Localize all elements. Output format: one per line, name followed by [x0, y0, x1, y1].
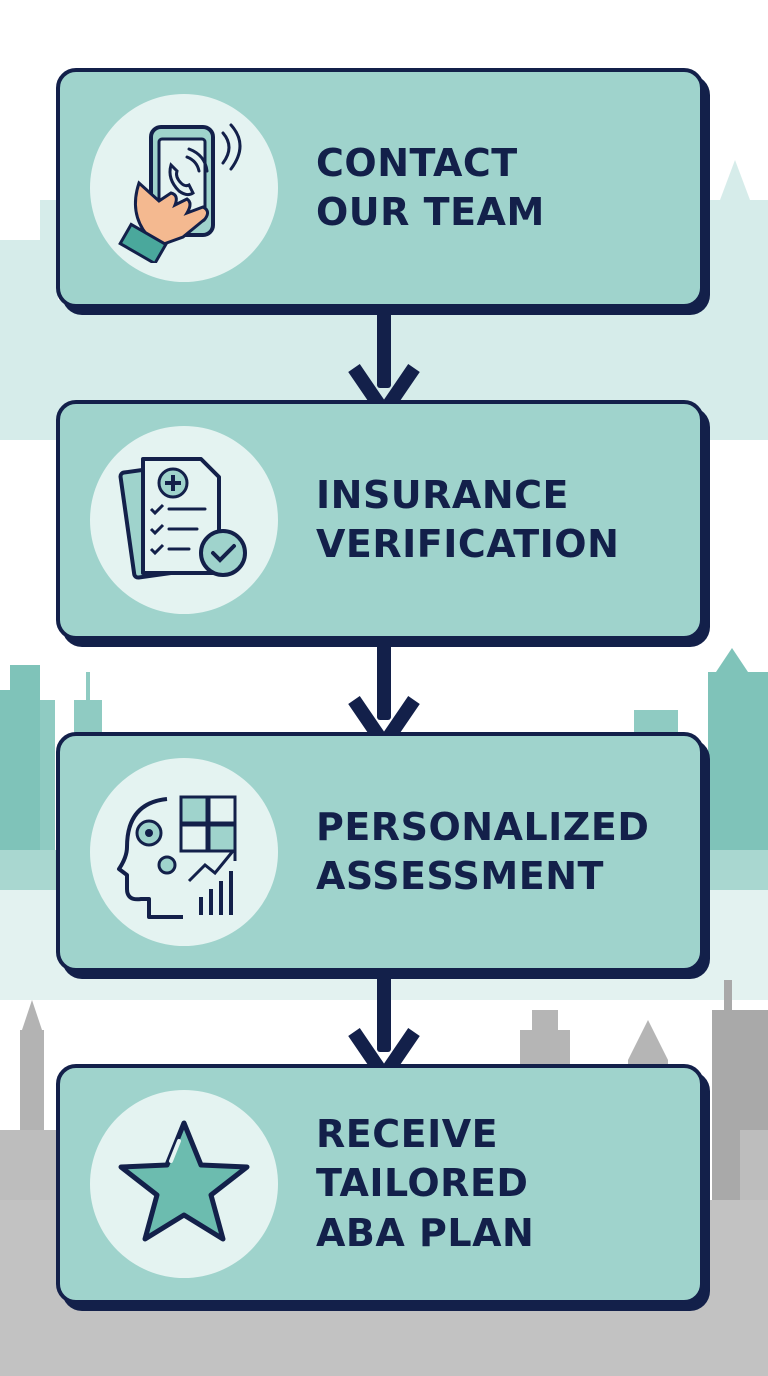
step-label: CONTACT OUR TEAM — [316, 140, 545, 234]
step-label: RECEIVE TAILORED ABA PLAN — [316, 1111, 535, 1255]
step-card-insurance: INSURANCE VERIFICATION — [56, 400, 704, 640]
insurance-document-check-icon — [118, 457, 247, 580]
head-gears-puzzle-growth-icon — [117, 795, 237, 919]
step-icon-circle — [90, 1090, 278, 1278]
step-card-contact: CONTACT OUR TEAM — [56, 68, 704, 308]
step-label: PERSONALIZED ASSESSMENT — [316, 804, 650, 898]
star-icon — [118, 1120, 250, 1242]
step-icon-circle — [90, 94, 278, 282]
step-card-aba-plan: RECEIVE TAILORED ABA PLAN — [56, 1064, 704, 1304]
step-label: INSURANCE VERIFICATION — [316, 472, 620, 566]
step-icon-circle — [90, 758, 278, 946]
step-icon-circle — [90, 426, 278, 614]
phone-in-hand-icon — [118, 123, 242, 263]
step-card-assessment: PERSONALIZED ASSESSMENT — [56, 732, 704, 972]
